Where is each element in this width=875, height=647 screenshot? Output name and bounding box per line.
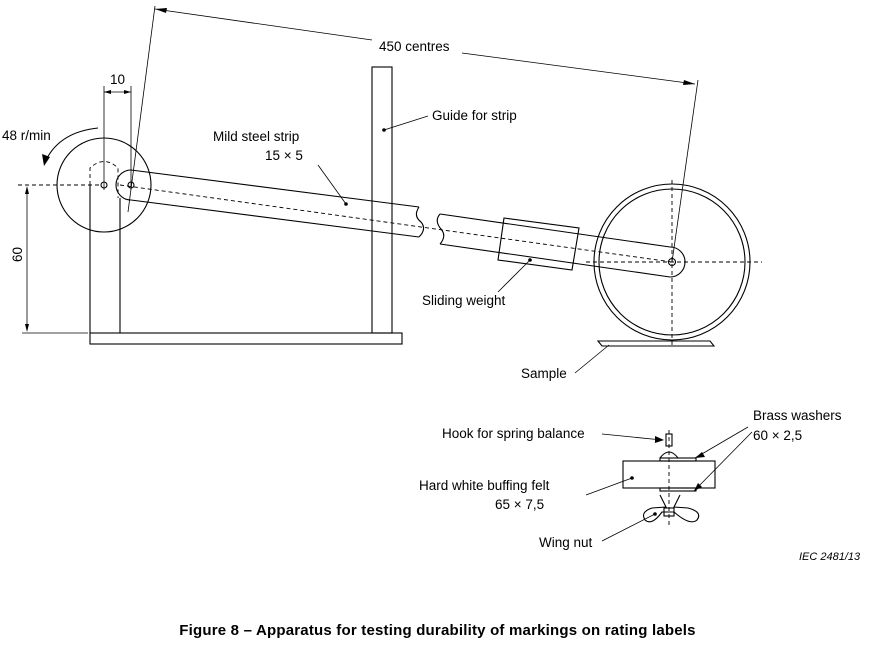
felt-label-line2: 65 × 7,5 [495, 497, 544, 512]
sample-wheel [586, 180, 762, 346]
base-plate [89, 332, 403, 345]
brass-washer-bottom [659, 487, 697, 492]
height-dimension: 60 [10, 184, 100, 334]
offset-label: 10 [110, 72, 125, 87]
steel-strip [115, 169, 686, 278]
brass-washers-label-line2: 60 × 2,5 [753, 428, 802, 443]
guide-post [371, 66, 393, 334]
offset-dimension: 10 [103, 72, 132, 190]
guide-label: Guide for strip [432, 108, 517, 123]
buffing-pad-detail [622, 430, 716, 528]
centres-dimension: 450 centres [127, 5, 699, 263]
rotation-arrow: 48 r/min [2, 127, 99, 166]
felt-label-line1: Hard white buffing felt [419, 478, 550, 493]
centres-label: 450 centres [379, 39, 450, 54]
hook-label: Hook for spring balance [442, 426, 585, 441]
sample-label: Sample [521, 366, 567, 381]
crank-disc [56, 137, 152, 233]
strip-label-line2: 15 × 5 [265, 148, 303, 163]
brass-washers-label-line1: Brass washers [753, 408, 842, 423]
apparatus-diagram: 450 centres 10 48 r/min 60 [2, 5, 861, 563]
weight-label: Sliding weight [422, 293, 506, 308]
drive-assembly [56, 137, 152, 333]
wing-nut-label: Wing nut [539, 535, 593, 550]
figure-reference: IEC 2481/13 [799, 551, 861, 563]
strip-label-line1: Mild steel strip [213, 129, 299, 144]
wing-nut [643, 494, 700, 523]
figure-caption: Figure 8 – Apparatus for testing durabil… [179, 622, 696, 639]
height-label: 60 [10, 247, 25, 262]
sliding-weight [497, 217, 580, 271]
speed-label: 48 r/min [2, 128, 51, 143]
hook [665, 433, 673, 447]
sample [596, 340, 716, 347]
